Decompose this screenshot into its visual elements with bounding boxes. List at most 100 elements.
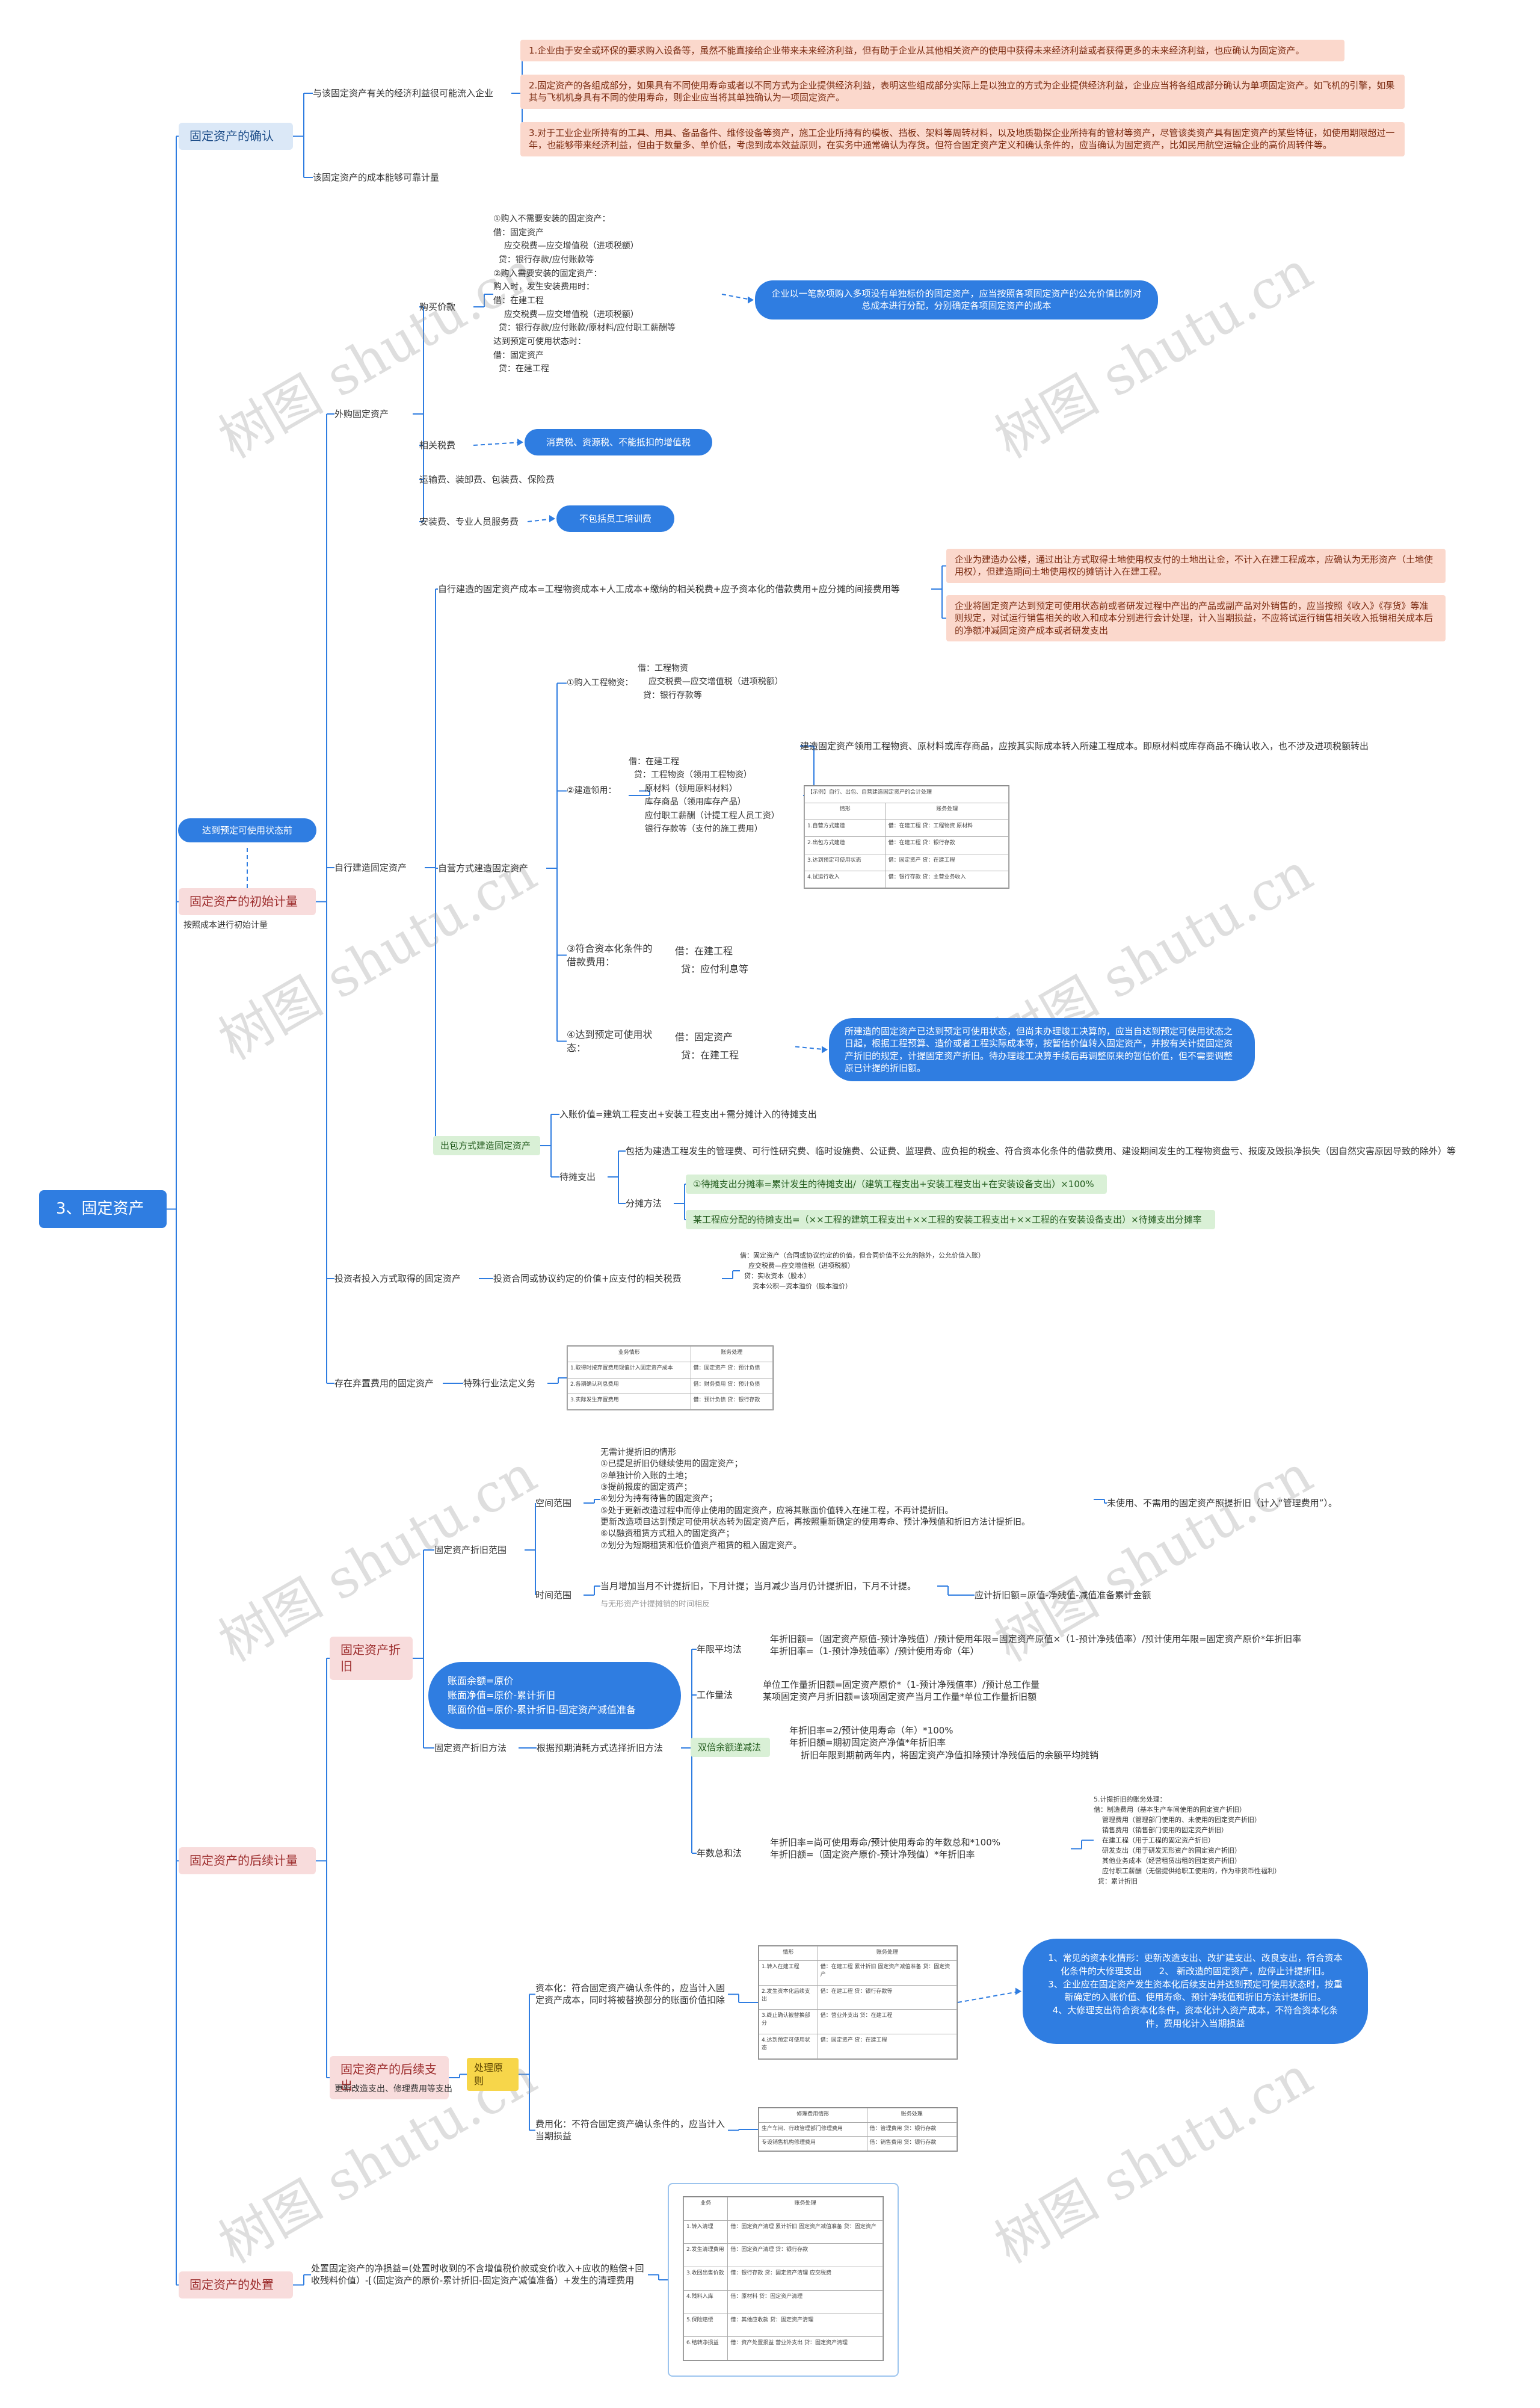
table-cell: 3.实际发生弃置费用 <box>567 1393 691 1410</box>
depreciation-method-rule: 根据预期消耗方式选择折旧方法 <box>537 1743 664 1753</box>
allocation-formula-1: ①待摊支出分摊率=累计发生的待摊支出/（建筑工程支出+安装工程支出+在安装设备支… <box>686 1175 1107 1194</box>
text-line: 年折旧额=（固定资产原值-预计净残值）/预计使用年限=固定资产原值×（1-预计净… <box>770 1634 1302 1644</box>
topic-initial-measurement[interactable]: 固定资产的初始计量 <box>179 888 316 915</box>
text-line: 无需计提折旧的情形 <box>600 1448 676 1457</box>
related-taxes: 相关税费 <box>419 440 456 451</box>
text-line: ①已提足折旧仍继续使用的固定资产； <box>600 1459 743 1469</box>
expensing-rule: 费用化：不符合固定资产确认条件的，应当计入当期损益 <box>535 2119 725 2142</box>
table-cell: 5.保险赔偿 <box>683 2313 728 2338</box>
confirm-note-3: 3.对于工业企业所持有的工具、用具、备品备件、维修设备等资产，施工企业所持有的模… <box>520 122 1405 156</box>
table-cell: 1.转入清理 <box>683 2220 728 2244</box>
table-cell: 借：在建工程 贷：银行存款 <box>885 836 1009 854</box>
topic-subsequent-measurement[interactable]: 固定资产的后续计量 <box>179 1847 316 1874</box>
topic-disposal[interactable]: 固定资产的处置 <box>179 2271 293 2298</box>
table-header: 情形 <box>759 1946 818 1961</box>
text-line: 达到预定可使用状态时： <box>493 337 586 347</box>
sum-of-years-formula: 年折旧率=尚可使用寿命/预计使用寿命的年数总和*100%年折旧额=（固定资产原价… <box>770 1836 1071 1861</box>
root-topic[interactable]: 3、固定资产 <box>39 1190 167 1229</box>
table-header: 业务情形 <box>567 1345 691 1363</box>
arrow-head <box>1015 1987 1021 1995</box>
subsequent-expenditure[interactable]: 固定资产的后续支出 <box>330 2056 449 2099</box>
text-line: 银行存款等（支付的施工费用） <box>629 824 763 834</box>
arrow-head <box>822 1046 828 1054</box>
text-line: 研发支出（用于研发无形资产的固定资产折旧） <box>1094 1847 1241 1855</box>
install-costs: 安装费、专业人员服务费 <box>419 516 519 527</box>
text-line: 贷：应付利息等 <box>675 963 749 975</box>
investor-value-rule: 投资合同或协议约定的价值+应支付的相关税费 <box>493 1273 682 1284</box>
text-line: ⑤处于更新改造过程中而停止使用的固定资产，应将其账面价值转入在建工程，不再计提折… <box>600 1505 953 1516</box>
table-header: 账务处理 <box>885 803 1009 821</box>
table-cell: 借：财务费用 贷：预计负债 <box>690 1377 773 1394</box>
time-scope-note: 与无形资产计提摊销的时间相反 <box>600 1600 710 1609</box>
table-header: 账务处理 <box>727 2197 883 2221</box>
table-row: 3.终止确认被替换部分借：营业外支出 贷：在建工程 <box>759 2009 958 2035</box>
text-line: 年折旧率=尚可使用寿命/预计使用寿命的年数总和*100% <box>770 1837 1001 1848</box>
text-line: 贷：累计折旧 <box>1094 1877 1138 1886</box>
depreciation-entries-note: 5.计提折旧的账务处理：借：制造费用（基本生产车间使用的固定资产折旧） 管理费用… <box>1094 1794 1370 1886</box>
text-line: 更新改造项目达到预定可使用状态转为固定资产后，再按照重新确定的使用寿命、预计净残… <box>600 1517 1030 1527</box>
self-built-cost: 自行建造的固定资产成本=工程物资成本+人工成本+缴纳的相关税费+应予资本化的借款… <box>438 584 900 594</box>
text-line: 借：在建工程 <box>675 945 733 957</box>
step3-entries: 借：在建工程 贷：应付利息等 <box>675 942 795 979</box>
table-cell: 2.发生资本化后续支出 <box>759 1984 818 2010</box>
dashed-connector <box>795 1046 827 1051</box>
table-cell: 专设销售机构修理费用 <box>759 2136 867 2151</box>
capitalization-note: 1、常见的资本化情形：更新改造支出、改扩建支出、改良支出，符合资本化条件的大修理… <box>1023 1939 1368 2044</box>
sum-of-years-method: 年数总和法 <box>697 1848 742 1859</box>
text-line: 账面价值=原价-累计折旧-固定资产减值准备 <box>448 1704 636 1715</box>
units-of-production-formula: 单位工作量折旧额=固定资产原价*（1-预计净残值率）/预计总工作量某项固定资产月… <box>763 1679 1154 1703</box>
table-caption: 【示例】自行、出包、自营建造固定资产的会计处理 <box>804 785 1009 804</box>
trial-sales-note: 企业将固定资产达到预定可使用状态前或者研发过程中产出的产品或副产品对外销售的，应… <box>946 595 1446 641</box>
table-cell: 借：在建工程 贷：工程物资 原材料 <box>885 820 1009 838</box>
text-line: 年折旧额=期初固定资产净值*年折旧率 <box>789 1737 946 1749</box>
table-cell: 4.达到预定可使用状态 <box>759 2034 818 2059</box>
table-cell: 借：在建工程 贷：银行存款等 <box>817 1984 958 2010</box>
transport-costs: 运输费、装卸费、包装费、保险费 <box>419 474 555 485</box>
capitalization-rule: 资本化：符合固定资产确认条件的，应当计入固定资产成本，同时将被替换部分的账面价值… <box>535 1983 725 2006</box>
table-header: 账务处理 <box>690 1345 773 1363</box>
table-cell: 1.转入在建工程 <box>759 1960 818 1986</box>
depreciation[interactable]: 固定资产折旧 <box>330 1637 413 1680</box>
table-row: 2.发生清理费用借：固定资产清理 贷：银行存款 <box>683 2243 883 2268</box>
step1-entries: 借：工程物资 应交税费—应交增值税（进项税额） 贷：银行存款等 <box>638 662 830 702</box>
table-cell: 3.终止确认被替换部分 <box>759 2009 818 2035</box>
confirm-condition-2: 该固定资产的成本能够可靠计量 <box>313 172 440 183</box>
text-line: 年折旧率=2/预计使用寿命（年）*100% <box>789 1725 953 1736</box>
text-line: 资本公积—资本溢价（股本溢价） <box>740 1282 852 1291</box>
table-row: 3.达到预定可使用状态借：固定资产 贷：在建工程 <box>804 853 1009 871</box>
disposal-cost-asset: 存在弃置费用的固定资产 <box>334 1378 434 1389</box>
text-line: 年折旧额=（固定资产原价-预计净残值）*年折旧率 <box>770 1849 975 1860</box>
land-use-note: 企业为建造办公楼，通过出让方式取得土地使用权支付的土地出让金，不计入在建工程成本… <box>946 549 1446 583</box>
table-header: 情形 <box>804 803 886 821</box>
step-construction-use: ②建造领用： <box>567 786 617 795</box>
table-row: 1.取得时按弃置费用现值计入固定资产成本借：固定资产 贷：预计负债 <box>567 1362 773 1378</box>
table-row: 专设销售机构修理费用借：销售费用 贷：银行存款 <box>759 2136 958 2151</box>
text-line: ②单独计价入账的土地； <box>600 1471 692 1481</box>
text-line: 原材料（领用原料材料） <box>629 783 738 794</box>
purchase-price-note: 企业以一笔款项购入多项没有单独标价的固定资产，应当按照各项固定资产的公允价值比例… <box>755 280 1158 320</box>
ready-state-bubble: 达到预定可使用状态前 <box>178 818 316 843</box>
allocation-formula-2: 某工程应分配的待摊支出=（××工程的建筑工程支出+××工程的安装工程支出+××工… <box>686 1210 1215 1230</box>
text-line: 应付职工薪酬（无偿提供给职工使用的，作为非货币性福利） <box>1094 1867 1281 1875</box>
table-cell: 借：固定资产 贷：在建工程 <box>885 853 1009 871</box>
text-line: 借：固定资产（合同或协议约定的价值，但合同价值不公允的除外，公允价值入账） <box>740 1252 985 1259</box>
dashed-connector <box>721 294 753 301</box>
text-line: 在建工程（用于工程的固定资产折旧） <box>1094 1836 1215 1845</box>
topic-confirmation[interactable]: 固定资产的确认 <box>179 123 293 150</box>
table-row: 2.各期确认利息费用借：财务费用 贷：预计负债 <box>567 1377 773 1394</box>
dashed-connector <box>957 1990 1021 2003</box>
text-line: 借：固定资产 <box>675 1031 733 1043</box>
pending-expenses: 待摊支出 <box>559 1172 596 1182</box>
table-cell: 借：其他应收款 贷：固定资产清理 <box>727 2313 883 2338</box>
processing-principle: 处理原则 <box>467 2058 519 2092</box>
allocation-method: 分摊方法 <box>626 1198 662 1209</box>
text-line: 借：在建工程 <box>493 296 544 306</box>
table-row: 4.达到预定可使用状态借：固定资产 贷：在建工程 <box>759 2034 958 2059</box>
table-header-row: 业务账务处理 <box>683 2197 883 2221</box>
self-built-asset: 自行建造固定资产 <box>334 862 407 873</box>
